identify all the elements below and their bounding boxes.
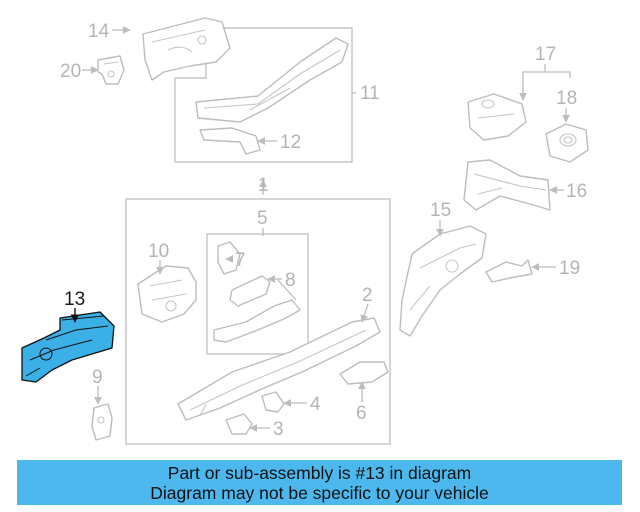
callout-16: 16 [566, 181, 587, 202]
part-5-sub[interactable] [213, 299, 301, 343]
parts-diagram: 14 20 11 12 1 5 10 7 8 2 6 4 3 9 17 18 1… [21, 17, 589, 445]
callout-18: 18 [556, 88, 577, 109]
group-box-5 [206, 233, 309, 355]
part-3[interactable] [225, 413, 253, 435]
callout-10: 10 [148, 241, 169, 262]
group-box-1 [125, 198, 391, 445]
part-9[interactable] [91, 403, 113, 441]
info-banner: Part or sub-assembly is #13 in diagram D… [17, 460, 622, 505]
callout-8: 8 [285, 270, 296, 291]
part-20[interactable] [97, 55, 125, 85]
part-19[interactable] [485, 259, 533, 283]
part-4[interactable] [261, 391, 285, 413]
callout-9: 9 [92, 367, 103, 388]
group-box-11 [174, 27, 353, 163]
part-12[interactable] [199, 127, 261, 155]
callout-3: 3 [273, 419, 284, 440]
part-6[interactable] [339, 361, 389, 385]
callout-20: 20 [60, 61, 81, 82]
part-17[interactable] [467, 93, 527, 141]
part-11[interactable] [195, 37, 349, 123]
leader-lines [70, 26, 571, 432]
callout-19: 19 [559, 258, 580, 279]
part-14[interactable] [142, 17, 231, 81]
callout-5: 5 [257, 208, 268, 229]
callout-7: 7 [235, 250, 246, 271]
callout-6: 6 [356, 403, 367, 424]
callout-11: 11 [360, 83, 380, 104]
part-10[interactable] [137, 265, 197, 323]
part-16[interactable] [463, 159, 551, 211]
part-15[interactable] [399, 225, 487, 337]
callout-1: 1 [258, 175, 269, 196]
part-2[interactable] [177, 317, 381, 421]
callout-12: 12 [280, 132, 301, 153]
banner-line-2: Diagram may not be specific to your vehi… [150, 482, 489, 503]
banner-line-1: Part or sub-assembly is #13 in diagram [167, 462, 472, 483]
callout-15: 15 [430, 200, 451, 221]
callout-2: 2 [362, 285, 373, 306]
callout-13: 13 [64, 289, 85, 310]
part-13[interactable] [21, 311, 115, 383]
callout-17: 17 [535, 44, 556, 65]
part-18[interactable] [545, 123, 589, 163]
callout-4: 4 [310, 394, 321, 415]
part-8[interactable] [229, 275, 271, 307]
callout-14: 14 [88, 21, 110, 42]
